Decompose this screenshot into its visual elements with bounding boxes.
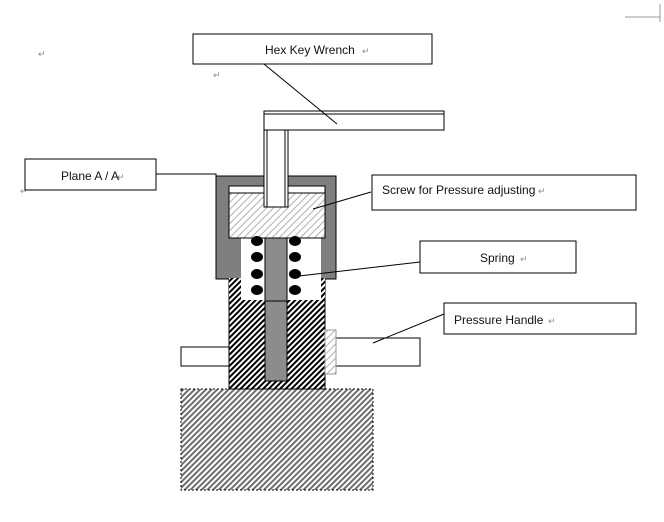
body-hatch-left: [229, 278, 241, 300]
spring-coil: [251, 285, 263, 295]
leader-pressure-handle: [372, 313, 445, 344]
paragraph-mark: ↵: [213, 71, 221, 81]
pressure-handle-bar: [335, 337, 421, 367]
label-plane: Plane A / A ↵: [24, 158, 157, 191]
spring-coil: [289, 252, 301, 262]
label-text: Spring: [480, 251, 515, 265]
paragraph-mark: ↵: [520, 255, 528, 265]
paragraph-mark: ↵: [548, 317, 556, 327]
paragraph-mark: ↵: [20, 187, 28, 197]
left-handle-bar: [180, 346, 230, 367]
handle-collar: [324, 329, 337, 375]
shaft: [264, 237, 288, 382]
leader-plane: [156, 173, 217, 178]
paragraph-mark: ↵: [362, 47, 370, 57]
body-hatch-right: [321, 278, 325, 300]
label-text: Screw for Pressure adjusting: [382, 183, 535, 197]
label-pressure-handle: Pressure Handle ↵: [443, 302, 637, 335]
label-text: Hex Key Wrench: [265, 43, 355, 57]
base-block: [180, 388, 374, 491]
spring-coil: [251, 269, 263, 279]
leader-spring: [298, 261, 421, 277]
label-text: Pressure Handle: [454, 313, 544, 327]
spring-coil: [289, 236, 301, 246]
spring-coil: [251, 252, 263, 262]
paragraph-mark: ↵: [117, 173, 125, 183]
paragraph-mark: ↵: [38, 50, 46, 60]
spring-coils: [251, 236, 301, 295]
page-corner-mark: [625, 4, 661, 22]
label-text: Plane A / A: [61, 169, 119, 183]
label-spring: Spring ↵: [419, 240, 577, 274]
leader-screw: [312, 191, 372, 210]
label-hex-key-wrench: Hex Key Wrench ↵: [192, 33, 433, 65]
spring-coil: [289, 285, 301, 295]
spring-coil: [289, 269, 301, 279]
paragraph-mark: ↵: [538, 187, 546, 197]
hex-key-wrench: [263, 110, 445, 208]
label-screw: Screw for Pressure adjusting ↵: [371, 174, 637, 211]
leader-hex-key: [263, 63, 338, 125]
spring-coil: [251, 236, 263, 246]
